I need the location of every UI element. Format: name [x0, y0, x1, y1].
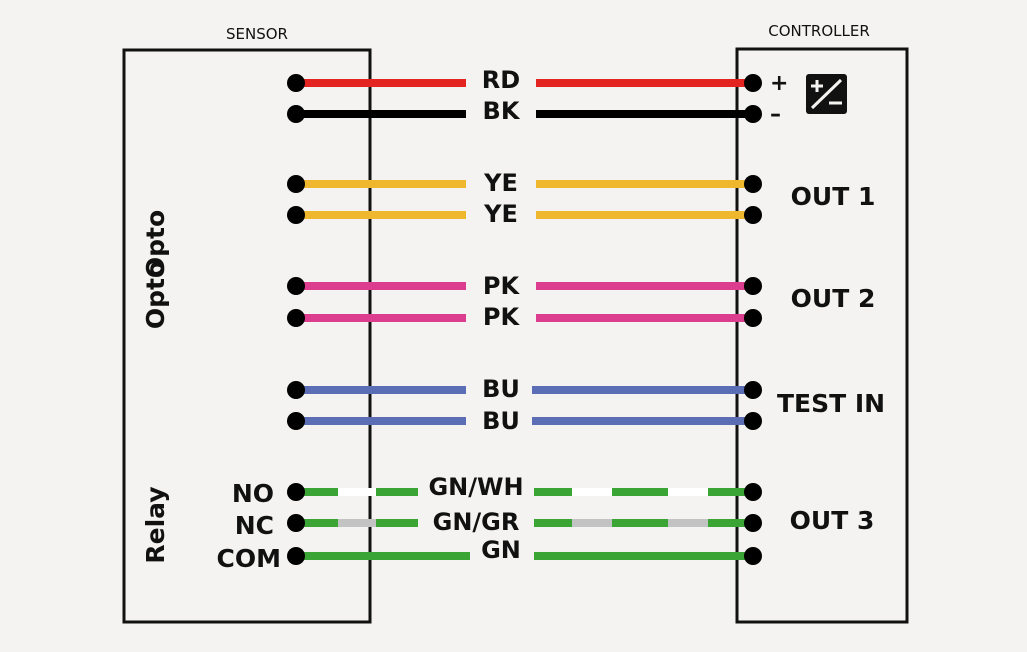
sensor-terminal-dot — [287, 74, 305, 92]
controller-header: CONTROLLER — [768, 22, 870, 40]
controller-terminal-dot — [744, 381, 762, 399]
relay-label: Relay — [141, 486, 170, 563]
minus-sign: – — [770, 102, 781, 127]
controller-terminal-dot — [744, 277, 762, 295]
controller-terminal-dot — [744, 483, 762, 501]
relay-pin-no: NO — [232, 479, 274, 508]
controller-terminal-dot — [744, 105, 762, 123]
relay-pin-com: COM — [217, 544, 281, 573]
relay-pin-nc: NC — [235, 511, 274, 540]
sensor-terminal-dot — [287, 175, 305, 193]
sensor-terminal-dot — [287, 514, 305, 532]
sensor-terminal-dot — [287, 381, 305, 399]
controller-terminal-dot — [744, 74, 762, 92]
controller-terminal-dot — [744, 412, 762, 430]
controller-terminal-dot — [744, 206, 762, 224]
wire-label-pk-1: PK — [483, 272, 521, 300]
sensor-terminal-dot — [287, 412, 305, 430]
out-3-label: OUT 3 — [790, 506, 875, 535]
controller-terminal-dot — [744, 514, 762, 532]
out-2-label: OUT 2 — [791, 284, 876, 313]
wire-label-ye-2: YE — [483, 200, 518, 228]
sensor-terminal-dot — [287, 105, 305, 123]
wire-label-pk-2: PK — [483, 303, 521, 331]
power-supply-dc-icon — [806, 74, 847, 114]
wire-label-bu-2: BU — [482, 407, 520, 435]
sensor-header: SENSOR — [226, 25, 288, 43]
opto-label-2: Opto — [141, 261, 170, 329]
controller-terminal-dot — [744, 547, 762, 565]
test-in-label: TEST IN — [777, 389, 885, 418]
controller-terminal-dot — [744, 309, 762, 327]
sensor-terminal-dot — [287, 309, 305, 327]
wires — [287, 74, 762, 565]
plus-sign: + — [770, 71, 788, 96]
wire-label-gn-wh: GN/WH — [428, 473, 523, 501]
controller-terminal-dot — [744, 175, 762, 193]
sensor-terminal-dot — [287, 277, 305, 295]
out-1-label: OUT 1 — [791, 182, 876, 211]
sensor-box — [122, 48, 372, 624]
opto-label-1: Opto — [141, 210, 170, 278]
controller-box — [735, 47, 909, 624]
sensor-terminal-dot — [287, 483, 305, 501]
sensor-terminal-dot — [287, 206, 305, 224]
sensor-terminal-dot — [287, 547, 305, 565]
wire-labels: RD BK YE YE PK PK BU BU GN/WH GN/GR GN — [428, 66, 523, 564]
wire-label-gn: GN — [481, 536, 521, 564]
wire-label-bu-1: BU — [482, 375, 520, 403]
wire-label-ye-1: YE — [483, 169, 518, 197]
wire-label-rd: RD — [482, 66, 520, 94]
wire-label-gn-gr: GN/GR — [433, 508, 520, 536]
wire-label-bk: BK — [483, 97, 521, 125]
